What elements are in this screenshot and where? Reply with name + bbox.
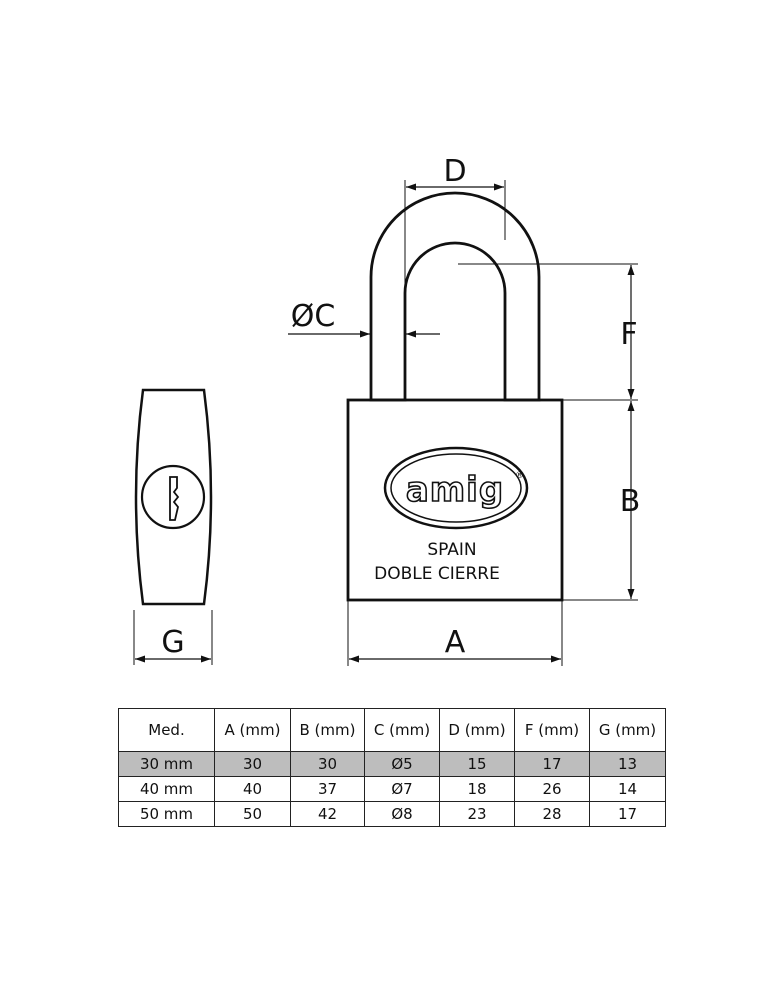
- body-text-origin: SPAIN: [427, 540, 476, 560]
- side-view-body-outline: [134, 388, 213, 606]
- header-b: B (mm): [290, 708, 365, 752]
- table-cell: 30: [290, 751, 365, 777]
- dimension-label-a: A: [445, 625, 466, 660]
- table-cell: 14: [589, 776, 666, 802]
- dimension-label-g: G: [161, 625, 184, 660]
- table-cell: 30: [214, 751, 291, 777]
- dimension-label-d: D: [443, 154, 466, 189]
- table-cell: 42: [290, 801, 365, 827]
- table-cell: 17: [514, 751, 590, 777]
- table-header-row: Med. A (mm) B (mm) C (mm) D (mm) F (mm) …: [118, 708, 666, 752]
- header-f: F (mm): [514, 708, 590, 752]
- table-cell: 40 mm: [118, 776, 215, 802]
- table-cell: 28: [514, 801, 590, 827]
- header-d: D (mm): [439, 708, 515, 752]
- brand-logo-text: amig: [406, 470, 504, 510]
- key-icon: [169, 476, 180, 521]
- padlock-front-view: amig ® SPAIN DOBLE CIERRE D ØC F B A: [288, 154, 640, 666]
- dimension-label-b: B: [620, 484, 641, 519]
- table-cell: 15: [439, 751, 515, 777]
- header-c: C (mm): [364, 708, 440, 752]
- table-row: 50 mm 50 42 Ø8 23 28 17: [118, 801, 666, 827]
- dimension-label-f: F: [620, 317, 637, 352]
- dimension-label-c: ØC: [291, 299, 336, 334]
- padlock-side-view: G: [133, 388, 213, 665]
- body-text-lock-type: DOBLE CIERRE: [374, 564, 500, 584]
- table-cell: Ø8: [364, 801, 440, 827]
- table-cell: 13: [589, 751, 666, 777]
- table-cell: Ø5: [364, 751, 440, 777]
- table-row: 40 mm 40 37 Ø7 18 26 14: [118, 776, 666, 802]
- padlock-body: [346, 398, 564, 602]
- table-cell: 18: [439, 776, 515, 802]
- header-a: A (mm): [214, 708, 291, 752]
- table-cell: 17: [589, 801, 666, 827]
- shackle: [369, 191, 541, 402]
- brand-logo-outer-ring: [383, 446, 529, 530]
- table-cell: 40: [214, 776, 291, 802]
- padlock-dimension-drawing: G amig ® SPAIN DOBLE CIERRE D ØC F B: [133, 154, 640, 666]
- table-cell: Ø7: [364, 776, 440, 802]
- header-g: G (mm): [589, 708, 666, 752]
- keyhole-cylinder: [140, 464, 206, 530]
- dimensions-table: Med. A (mm) B (mm) C (mm) D (mm) F (mm) …: [118, 708, 666, 827]
- table-cell: 50: [214, 801, 291, 827]
- table-row: 30 mm 30 30 Ø5 15 17 13: [118, 751, 666, 777]
- table-cell: 23: [439, 801, 515, 827]
- header-size: Med.: [118, 708, 215, 752]
- brand-logo-registered-mark: ®: [515, 471, 524, 481]
- table-cell: 37: [290, 776, 365, 802]
- table-cell: 30 mm: [118, 751, 215, 777]
- brand-logo-inner-ring: [390, 453, 522, 523]
- table-cell: 26: [514, 776, 590, 802]
- table-cell: 50 mm: [118, 801, 215, 827]
